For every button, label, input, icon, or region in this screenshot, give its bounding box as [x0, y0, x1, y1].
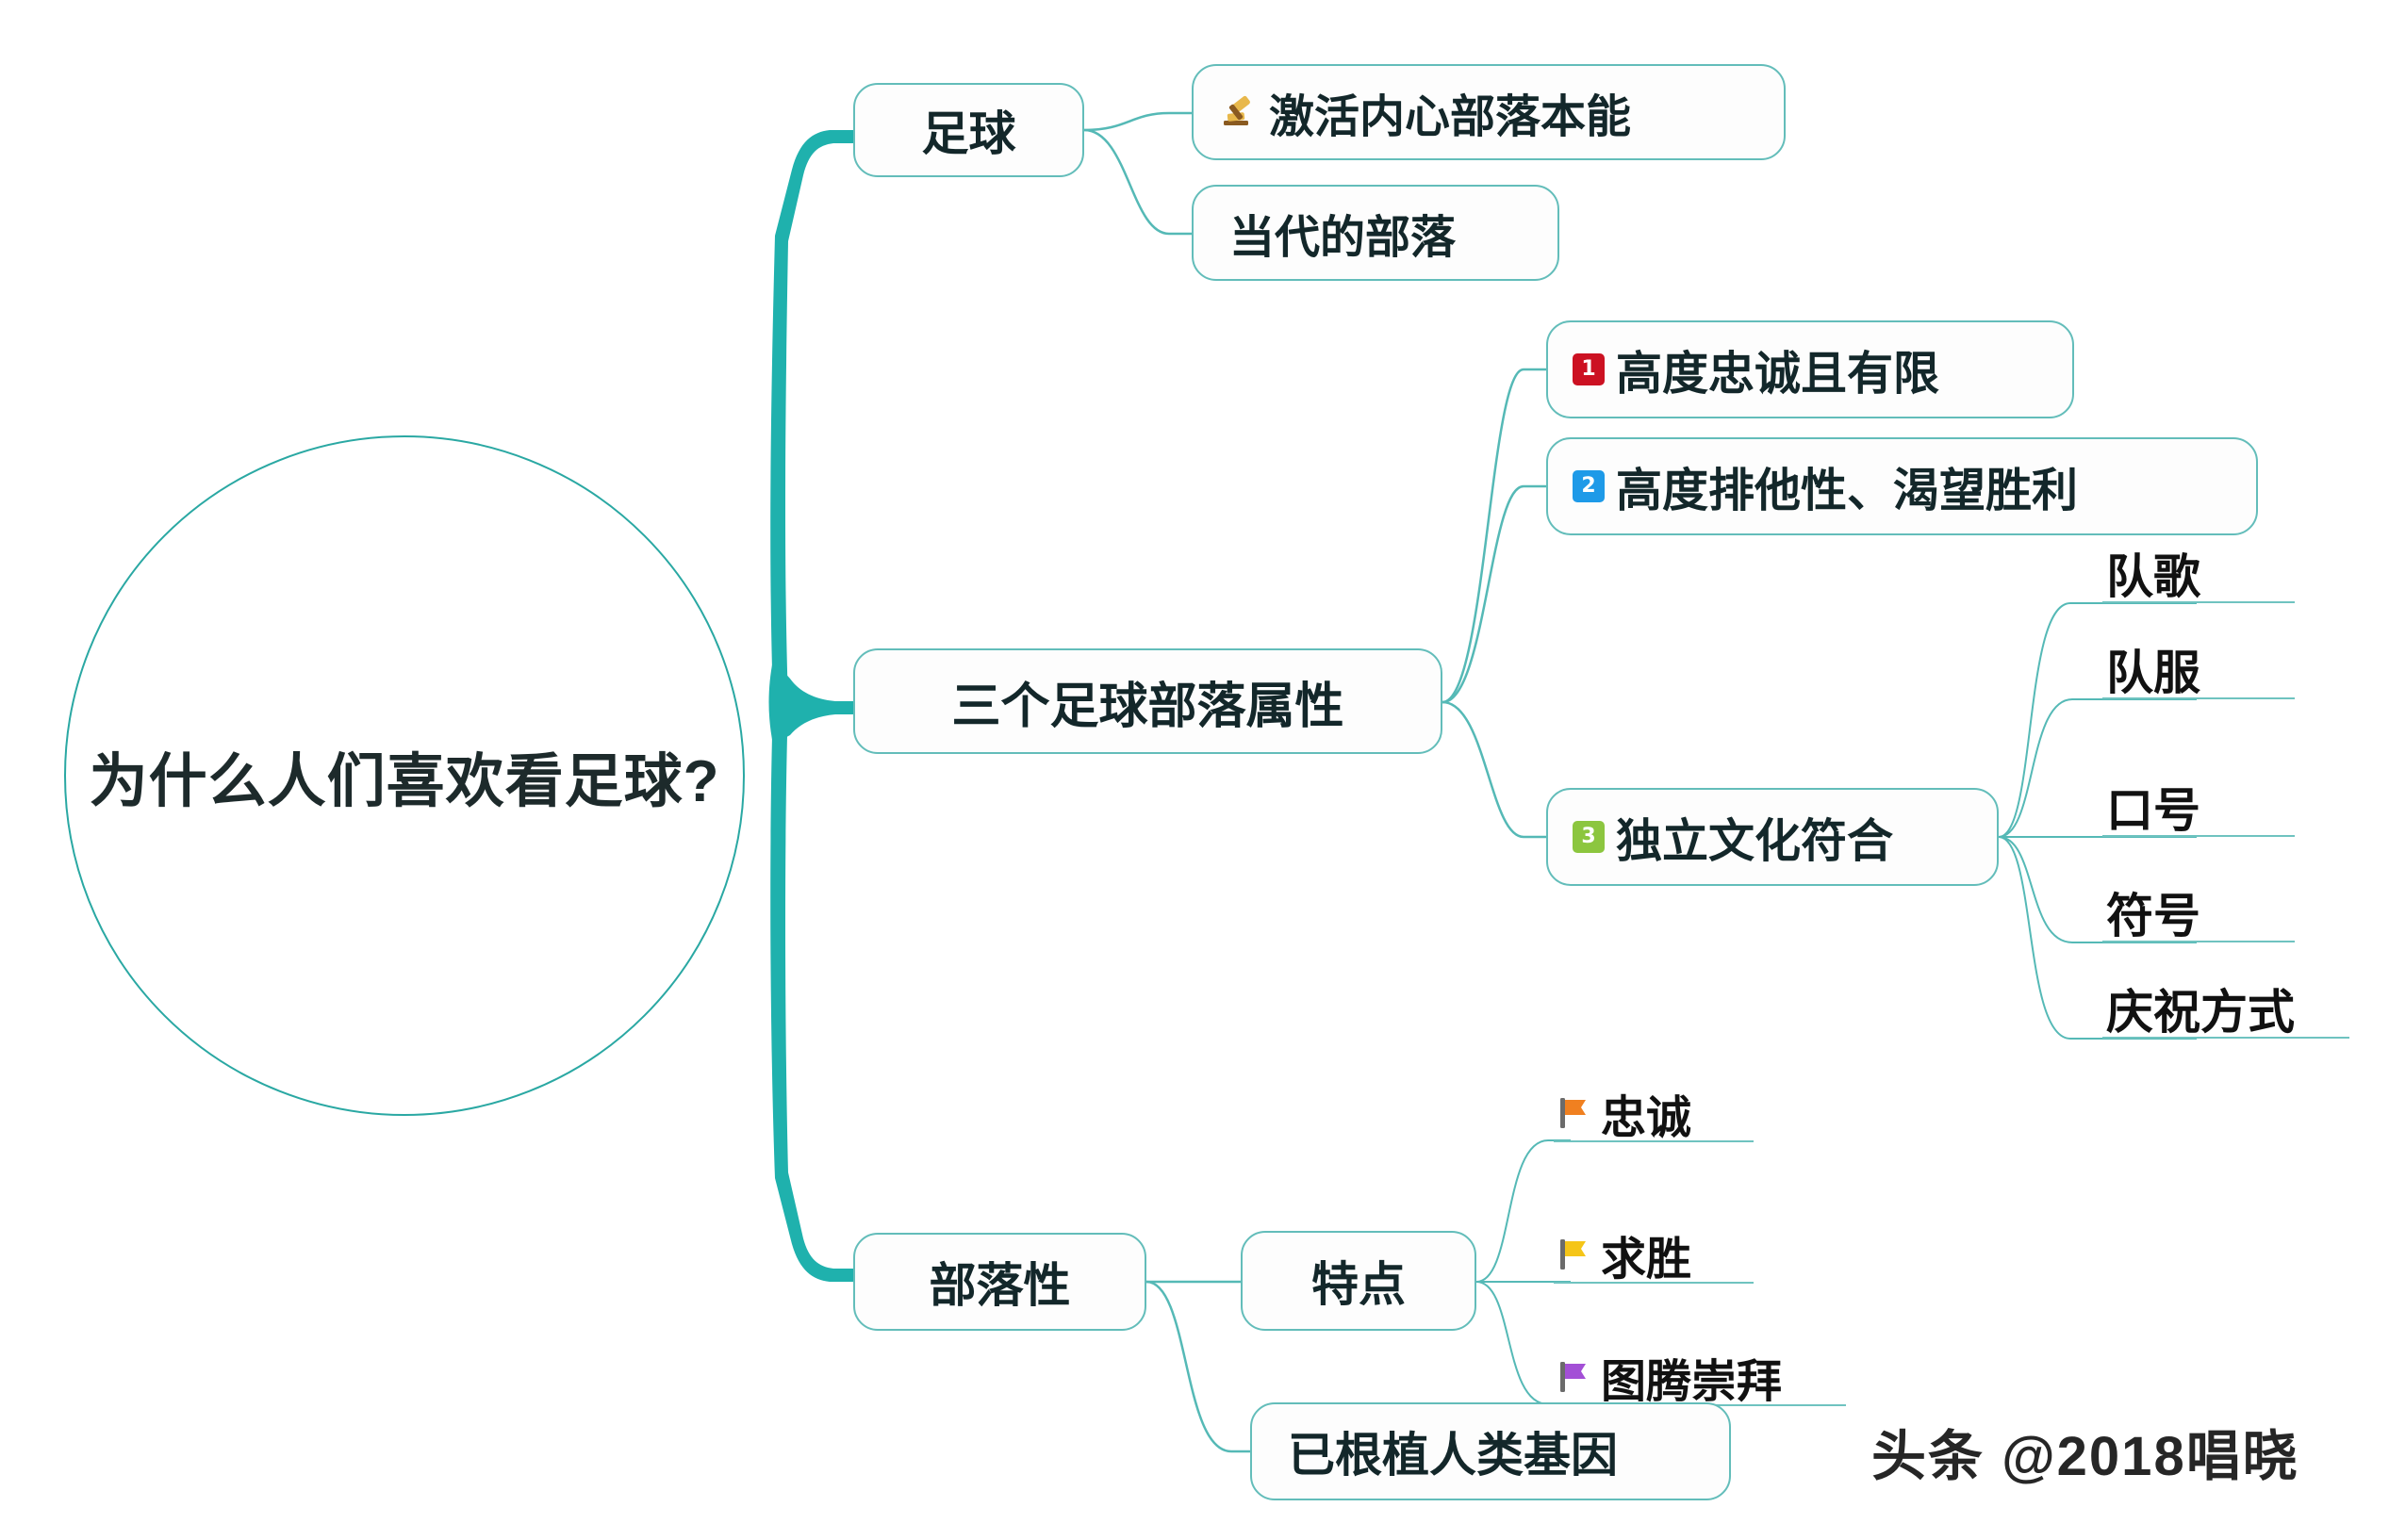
node-label: 激活内心部落本能	[1269, 92, 1632, 142]
node-symbol-sign[interactable]: 符号	[2102, 884, 2295, 942]
conn-tribe-to-genes	[1145, 1280, 1250, 1453]
node-symbol-kit[interactable]: 队服	[2102, 641, 2295, 699]
node-label: 特点	[1311, 1258, 1406, 1311]
node-label: 足球	[921, 107, 1016, 160]
flag-purple-icon	[1557, 1358, 1590, 1396]
node-symbol-celebration[interactable]: 庆祝方式	[2102, 980, 2349, 1039]
trunk-spine-middle	[768, 660, 853, 745]
node-label: 求胜	[1601, 1235, 1692, 1285]
conn-football-to-child2	[1083, 128, 1192, 236]
badge-1: 1	[1573, 353, 1605, 385]
node-label: 图腾崇拜	[1601, 1357, 1783, 1407]
node-branch-tribalism[interactable]: 部落性	[853, 1233, 1146, 1331]
node-label: 符号	[2106, 890, 2200, 942]
watermark: 头条 @2018唱晓	[1871, 1426, 2299, 1487]
badge-3: 3	[1573, 821, 1605, 853]
trunk-spine	[770, 130, 853, 702]
node-label: 高度忠诚且有限	[1616, 348, 1940, 400]
node-trait-victory[interactable]: 求胜	[1554, 1227, 1754, 1285]
flag-yellow-icon	[1557, 1236, 1590, 1273]
node-trait-totem[interactable]: 图腾崇拜	[1554, 1350, 1846, 1407]
node-branch-three-attributes[interactable]: 三个足球部落属性	[853, 648, 1442, 754]
node-label: 队歌	[2106, 550, 2200, 603]
node-label: 庆祝方式	[2106, 986, 2295, 1039]
node-trait-loyalty[interactable]: 忠诚	[1554, 1086, 1754, 1143]
conn-attrs-to-3	[1442, 700, 1546, 839]
conn-attrs-to-1	[1442, 368, 1546, 704]
conn-attrs-to-2	[1442, 484, 1546, 704]
node-symbol-slogan[interactable]: 口号	[2102, 778, 2295, 837]
node-branch-football[interactable]: 足球	[853, 83, 1084, 177]
node-modern-tribe[interactable]: 当代的部落	[1192, 185, 1559, 281]
node-label: 口号	[2106, 784, 2200, 837]
gavel-icon	[1218, 92, 1258, 132]
flag-orange-icon	[1557, 1094, 1590, 1132]
node-label: 队服	[2106, 647, 2200, 699]
node-attr-3[interactable]: 3 独立文化符合	[1546, 788, 1999, 886]
node-activate-instinct[interactable]: 激活内心部落本能	[1192, 64, 1786, 160]
node-symbol-anthem[interactable]: 队歌	[2102, 545, 2295, 603]
node-label: 部落性	[929, 1259, 1071, 1312]
node-label: 三个足球部落属性	[951, 679, 1344, 734]
trunk-spine-lower	[770, 702, 853, 1282]
node-label: 独立文化符合	[1616, 815, 1894, 867]
node-traits[interactable]: 特点	[1241, 1231, 1476, 1331]
node-attr-2[interactable]: 2 高度排他性、渴望胜利	[1546, 437, 2258, 535]
root-label: 为什么人们喜欢看足球?	[89, 748, 720, 814]
badge-2: 2	[1573, 470, 1605, 502]
node-rooted-genes[interactable]: 已根植人类基因	[1250, 1402, 1731, 1500]
root-circle[interactable]	[64, 435, 745, 1116]
node-label: 已根植人类基因	[1288, 1429, 1618, 1482]
node-label: 当代的部落	[1229, 213, 1457, 263]
node-label: 高度排他性、渴望胜利	[1616, 465, 2079, 516]
node-attr-1[interactable]: 1 高度忠诚且有限	[1546, 320, 2074, 418]
node-label: 忠诚	[1601, 1093, 1692, 1143]
conn-football-to-child1	[1083, 111, 1192, 132]
